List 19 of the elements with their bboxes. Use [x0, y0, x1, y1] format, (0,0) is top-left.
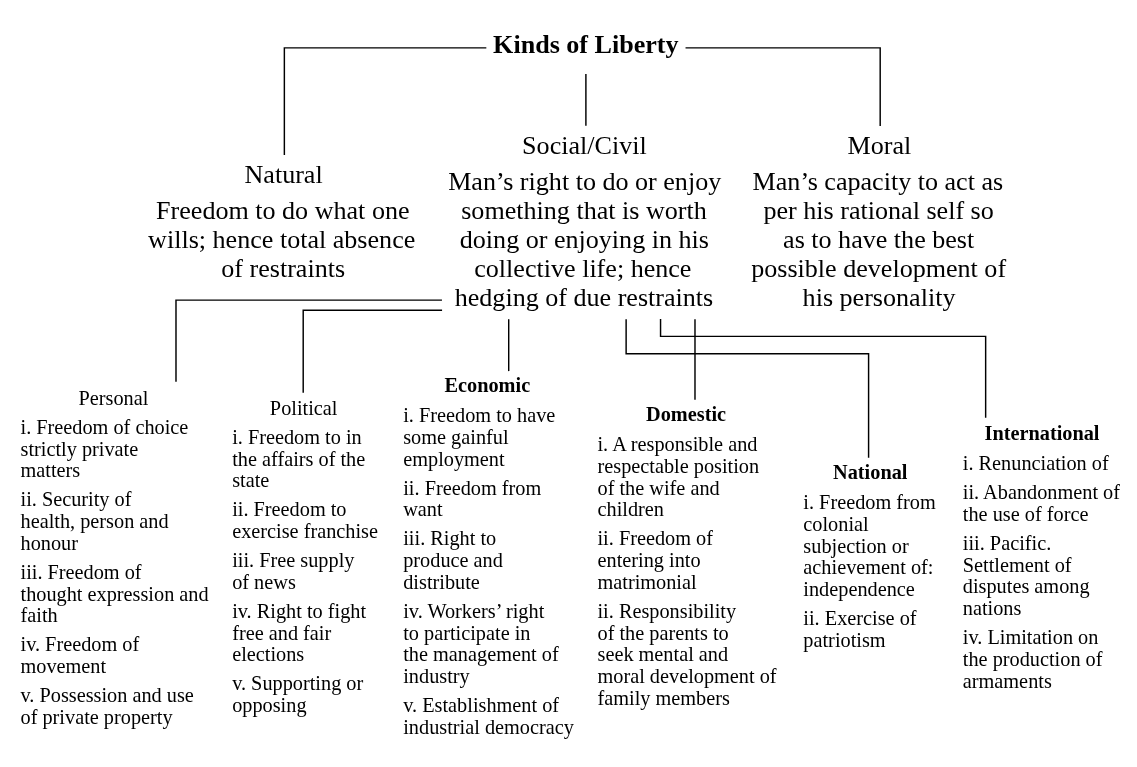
node-text: Personal i. Freedom of choice strictly private matters ii. Security of health, person and honour iii. Freedom of thought expression and faith iv. Freedom of movement v. Possession and use of private property: [20, 386, 209, 728]
connector: [302, 309, 443, 394]
node-text: National i. Freedom from colonial subjection or achievement of: independence ii. Exercise of patriotism: [803, 460, 936, 651]
node-text: International i. Renunciation of ii. Abandonment of the use of force iii. Pacific. Settlement of disputes among nations iv. Limitation on the production of armaments: [962, 421, 1120, 692]
connector: [694, 318, 696, 401]
node-text: Kinds of Liberty: [493, 29, 679, 59]
connector: [175, 299, 443, 383]
connector: [507, 318, 510, 372]
node-text: Political i. Freedom to in the affairs of the state ii. Freedom to exercise franchise iii. Free supply of news iv. Right to fight free and fair elections v. Supporting or opposing: [232, 396, 378, 717]
node-text: Economic i. Freedom to have some gainful employment ii. Freedom from want iii. Right to produce and distribute iv. Workers’ right to participate in the management of industry v. Establishment of industrial democracy: [403, 373, 574, 738]
connector: [585, 73, 587, 127]
connector: [283, 47, 488, 156]
connector: [625, 318, 870, 459]
connector: [659, 318, 987, 419]
node-text: Natural Freedom to do what one wills; hence total absence of restraints: [148, 159, 416, 283]
node-text: Social/Civil Man’s right to do or enjoy something that is worth doing or enjoying in his collective life; hence hedging of due restraints: [448, 130, 722, 312]
node-text: Moral Man’s capacity to act as per his rational self so as to have the best possible development of his personality: [751, 130, 1007, 312]
node-text: Domestic i. A responsible and respectable position of the wife and children ii. Freedom of entering into matrimonial ii. Responsibility of the parents to seek mental and moral development of family members: [597, 402, 777, 709]
connector: [684, 47, 881, 127]
